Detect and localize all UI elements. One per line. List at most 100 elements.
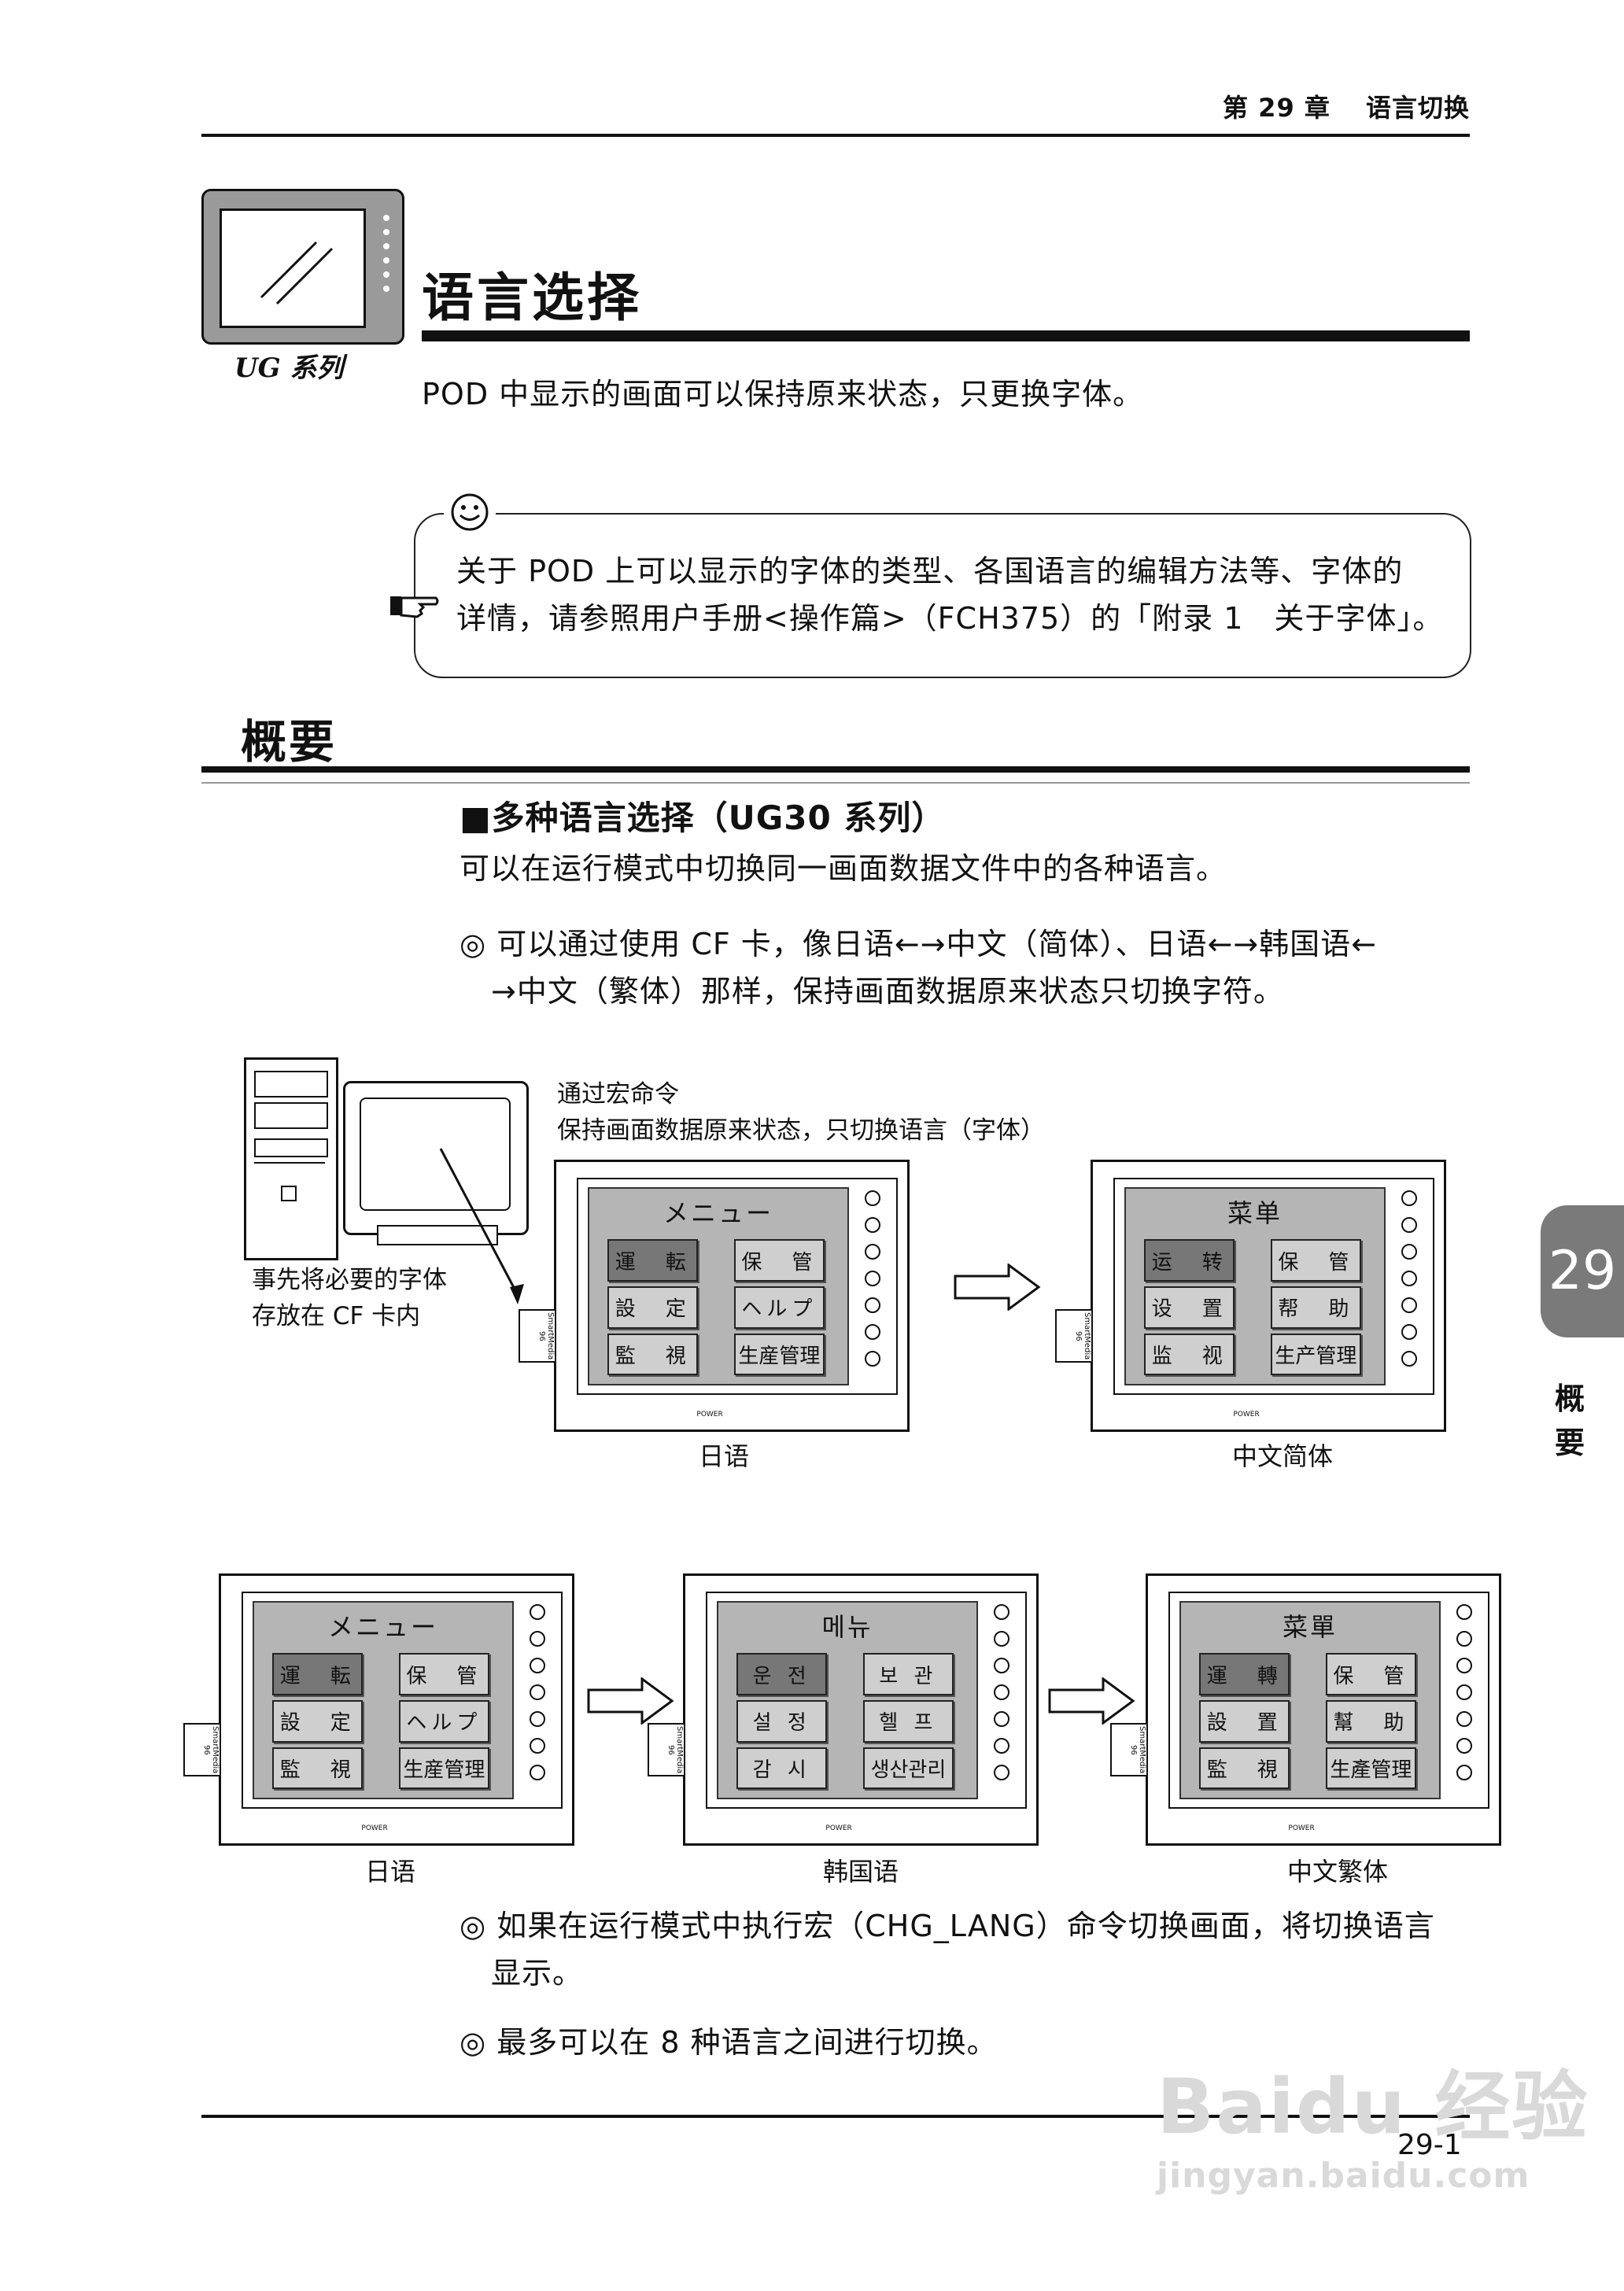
- menu-button: 생산관리: [862, 1747, 954, 1790]
- cf-card: SmartMedia 96: [519, 1309, 556, 1363]
- menu-button: 保 管: [1325, 1653, 1417, 1696]
- label-cn-traditional: 中文繁体: [1286, 1857, 1388, 1887]
- hollow-arrow: [1048, 1677, 1135, 1725]
- device-kr: 메뉴 운 전 보 관 설 정 헬 프 감 시 생산관리 POWER SmartM…: [648, 1573, 1039, 1846]
- menu-button: 设 置: [1143, 1286, 1235, 1329]
- bullet-2: ◎ 如果在运行模式中执行宏（CHG_LANG）命令切换画面，将切换语言 显示。: [460, 1902, 1482, 1997]
- menu-button: 生産管理: [733, 1333, 825, 1376]
- ug-device-icon: [201, 189, 404, 345]
- menu-button: 설 정: [736, 1700, 828, 1743]
- menu-button: 運 轉: [1198, 1653, 1290, 1696]
- pc-monitor: [343, 1081, 529, 1245]
- screen: 菜单 运 转 保 管 设 置 帮 助 监 视 生产管理: [1124, 1187, 1386, 1385]
- power-label: POWER: [1288, 1824, 1315, 1832]
- watermark-url: jingyan.baidu.com: [1157, 2156, 1530, 2196]
- pointing-hand-icon: [389, 588, 441, 620]
- screen: 菜單 運 轉 保 管 設 置 幫 助 監 視 生產管理: [1179, 1601, 1441, 1799]
- menu-button: 生産管理: [398, 1747, 490, 1790]
- transfer-arrow: [439, 1148, 524, 1304]
- page-title: 语言选择: [422, 267, 642, 328]
- section-heading: 概要: [241, 715, 338, 769]
- tab-label: 概 要: [1550, 1377, 1589, 1465]
- menu-button: 運 転: [607, 1239, 699, 1282]
- footer-rule: [201, 2115, 1470, 2118]
- watermark-logo: Baidu 经验: [1157, 2063, 1589, 2151]
- power-label: POWER: [696, 1411, 723, 1419]
- side-buttons: [530, 1604, 547, 1791]
- menu-title: 菜單: [1282, 1612, 1338, 1642]
- menu-button: 生产管理: [1270, 1333, 1362, 1376]
- tab-label-char-2: 要: [1554, 1426, 1585, 1460]
- menu-button: 운 전: [736, 1653, 828, 1696]
- bullet-3: ◎ 最多可以在 8 种语言之间进行切换。: [460, 2025, 998, 2060]
- menu-title: メニュー: [327, 1612, 438, 1642]
- menu-button: 設 定: [607, 1286, 699, 1329]
- side-buttons: [1456, 1604, 1474, 1791]
- label-jp-top: 日语: [698, 1441, 749, 1471]
- macro-caption-line-2: 保持画面数据原来状态，只切换语言（字体）: [557, 1116, 1045, 1145]
- cf-card: SmartMedia 96: [183, 1723, 221, 1776]
- cf-card: SmartMedia 96: [648, 1723, 685, 1776]
- power-label: POWER: [825, 1824, 852, 1832]
- pc-caption: 事先将必要的字体 存放在 CF 卡内: [252, 1262, 447, 1334]
- note-text: 关于 POD 上可以显示的字体的类型、各国语言的编辑方法等、字体的 详情，请参照…: [456, 548, 1471, 642]
- chapter-header: 第 29 章 语言切换: [1223, 93, 1470, 123]
- series-label: UG 系列: [234, 352, 344, 384]
- menu-button: 運 転: [271, 1653, 364, 1696]
- title-rule: [422, 330, 1470, 341]
- screen: メニュー 運 転 保 管 設 定 ヘルプ 監 視 生産管理: [588, 1187, 849, 1385]
- cf-card: SmartMedia 96: [1110, 1723, 1148, 1776]
- menu-button: 헬 프: [862, 1700, 954, 1743]
- menu-button: 監 視: [607, 1333, 699, 1376]
- menu-button: 保 管: [1270, 1239, 1362, 1282]
- side-buttons: [1401, 1190, 1419, 1378]
- cf-card: SmartMedia 96: [1055, 1309, 1093, 1363]
- macro-caption: 通过宏命令 保持画面数据原来状态，只切换语言（字体）: [557, 1076, 1045, 1149]
- label-cn-simplified: 中文简体: [1231, 1441, 1333, 1471]
- hollow-arrow: [587, 1677, 674, 1725]
- menu-button: 保 管: [733, 1239, 825, 1282]
- menu-button: 監 視: [271, 1747, 364, 1790]
- menu-button: 設 置: [1198, 1700, 1290, 1743]
- menu-button: 幫 助: [1325, 1700, 1417, 1743]
- device-jp-bottom: メニュー 運 転 保 管 設 定 ヘルプ 監 視 生産管理 POWER Smar…: [183, 1573, 574, 1846]
- side-buttons: [865, 1190, 882, 1378]
- menu-button: 保 管: [398, 1653, 490, 1696]
- header-rule: [201, 134, 1470, 137]
- section-rule: [201, 766, 1470, 773]
- menu-button: 监 视: [1143, 1333, 1235, 1376]
- pc-caption-line-2: 存放在 CF 卡内: [252, 1302, 421, 1330]
- label-kr: 韩国语: [822, 1857, 899, 1887]
- note-line-1: 关于 POD 上可以显示的字体的类型、各国语言的编辑方法等、字体的: [456, 554, 1404, 588]
- side-buttons: [994, 1604, 1011, 1791]
- tab-label-char-1: 概: [1554, 1382, 1585, 1416]
- chapter-tab: 29: [1541, 1205, 1624, 1337]
- macro-caption-line-1: 通过宏命令: [557, 1080, 679, 1109]
- subheading: ■多种语言选择（UG30 系列）: [460, 799, 946, 837]
- power-label: POWER: [1233, 1411, 1260, 1419]
- bullet-2-line-1: ◎ 如果在运行模式中执行宏（CHG_LANG）命令切换画面，将切换语言: [460, 1909, 1435, 1943]
- menu-title: 菜单: [1227, 1198, 1283, 1228]
- menu-title: 메뉴: [821, 1612, 873, 1642]
- note-box: [414, 513, 1471, 678]
- bullet-1-line-1: ◎ 可以通过使用 CF 卡，像日语←→中文（简体）、日语←→韩国语←: [460, 927, 1377, 961]
- device-cn-traditional: 菜單 運 轉 保 管 設 置 幫 助 監 視 生產管理 POWER SmartM…: [1110, 1573, 1501, 1846]
- page-number: 29-1: [1397, 2129, 1462, 2161]
- smiley-icon: [444, 493, 496, 532]
- menu-button: 監 視: [1198, 1747, 1290, 1790]
- menu-button: ヘルプ: [733, 1286, 825, 1329]
- hollow-arrow: [954, 1264, 1041, 1311]
- menu-button: 帮 助: [1270, 1286, 1362, 1329]
- device-jp-top: メニュー 運 転 保 管 設 定 ヘルプ 監 視 生産管理 POWER Smar…: [519, 1160, 910, 1432]
- menu-button: 감 시: [736, 1747, 828, 1790]
- menu-button: 生產管理: [1325, 1747, 1417, 1790]
- bullet-1: ◎ 可以通过使用 CF 卡，像日语←→中文（简体）、日语←→韩国语← →中文（繁…: [460, 920, 1482, 1015]
- menu-button: ヘルプ: [398, 1700, 490, 1743]
- menu-button: 보 관: [862, 1653, 954, 1696]
- intro-text: POD 中显示的画面可以保持原来状态，只更换字体。: [422, 377, 1144, 411]
- bullet-2-line-2: 显示。: [491, 1956, 584, 1990]
- pc-caption-line-1: 事先将必要的字体: [252, 1266, 447, 1294]
- pc-tower: [244, 1057, 338, 1260]
- menu-title: メニュー: [663, 1198, 773, 1228]
- bullet-1-line-2: →中文（繁体）那样，保持画面数据原来状态只切换字符。: [491, 974, 1284, 1009]
